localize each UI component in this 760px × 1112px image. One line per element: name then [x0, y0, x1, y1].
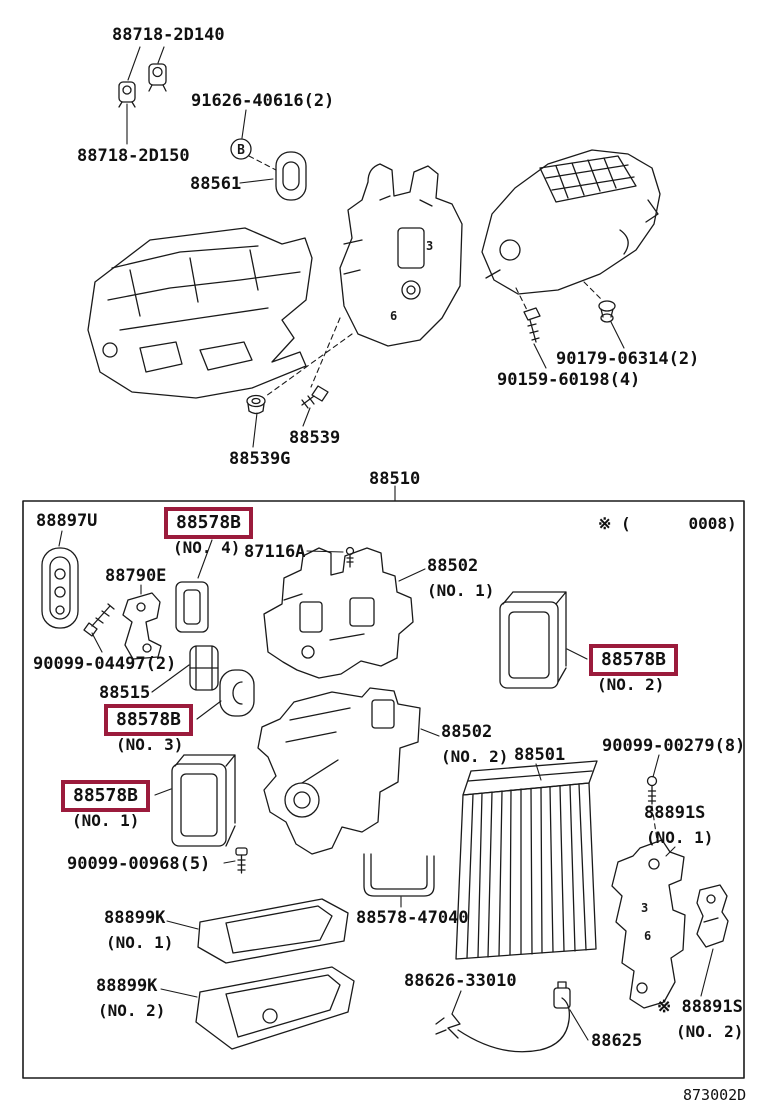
diagram-code: 873002D	[683, 1086, 747, 1104]
grommet-88539g-drawing	[246, 394, 266, 415]
packing-no1-drawing	[171, 754, 236, 847]
hose-clamp-drawings	[118, 63, 167, 108]
part-label-88510: 88510	[369, 469, 421, 489]
part-label-88790e: 88790E	[105, 566, 167, 586]
part-no-label-88891s-no2: (NO. 2)	[676, 1022, 744, 1041]
blower-unit-drawing	[481, 149, 661, 295]
packing-no4-drawing	[175, 581, 209, 633]
part-label-91626-40616: 91626-40616(2)	[191, 91, 335, 111]
part-label-88578-47040: 88578-47040	[356, 908, 469, 928]
part-label-88539: 88539	[289, 428, 341, 448]
heater-unit-drawing	[87, 227, 313, 399]
molded-digit-6: 6	[644, 929, 651, 943]
part-no-label-88891s-no1: (NO. 1)	[646, 828, 714, 847]
upper-case-88502-drawing	[263, 547, 414, 679]
drain-channel-drawing	[363, 853, 435, 897]
part-no-label-no2: (NO. 2)	[597, 675, 665, 694]
cooler-case-drawing: 3 6	[339, 163, 463, 347]
part-label-88501: 88501	[514, 745, 566, 765]
leader-lines	[58, 46, 714, 1041]
part-label-90099-00968: 90099-00968(5)	[67, 854, 211, 874]
highlighted-part-88578b-no4[interactable]: 88578B	[164, 507, 254, 539]
part-label-90179-06314: 90179-06314(2)	[556, 349, 700, 369]
holder-88515-drawing	[189, 645, 219, 691]
footnote-reference: ※ ( 0008)	[598, 514, 737, 533]
part-label-88502-no2: 88502	[441, 722, 493, 742]
gasket-88561-drawing	[275, 151, 307, 201]
grommet-no3-drawing	[219, 669, 255, 717]
bracket-88891s-no1-drawing: 3 6	[611, 839, 686, 1009]
part-no-label-88502-no1: (NO. 1)	[427, 581, 495, 600]
molded-digit-6: 6	[390, 309, 397, 323]
dashed-assembly-lines	[248, 155, 658, 841]
packing-no2-drawing	[499, 591, 567, 689]
part-label-88899k-no2: 88899K	[96, 976, 158, 996]
circled-b-marker: B	[230, 138, 252, 160]
molded-digit-3: 3	[641, 901, 648, 915]
bracket-88790e-drawing	[122, 592, 162, 660]
molded-digit-3: 3	[426, 239, 433, 253]
part-no-label-88899k-no1: (NO. 1)	[106, 933, 174, 952]
bracket-88891s-no2-drawing	[696, 884, 729, 948]
part-label-88891s-no2: ※ 88891S	[657, 997, 743, 1017]
highlighted-part-88578b-no3[interactable]: 88578B	[104, 704, 194, 736]
part-label-90099-00279: 90099-00279(8)	[602, 736, 746, 756]
screw-04497-drawing	[83, 603, 115, 637]
screw-00279-drawing	[646, 775, 658, 805]
part-label-88539g: 88539G	[229, 449, 291, 469]
tray-no1-drawing	[197, 898, 349, 964]
part-label-88502-no1: 88502	[427, 556, 479, 576]
part-label-88515: 88515	[99, 683, 151, 703]
grommet-90179-drawing	[598, 300, 616, 323]
plate-88897u-drawing	[41, 547, 79, 629]
part-no-label-no3: (NO. 3)	[116, 735, 184, 754]
part-label-88718-2d150: 88718-2D150	[77, 146, 190, 166]
evaporator-88501-drawing	[455, 760, 598, 960]
part-label-88897u: 88897U	[36, 511, 98, 531]
lower-case-88502-drawing	[257, 687, 421, 855]
part-label-90099-04497: 90099-04497(2)	[33, 654, 177, 674]
part-label-88625: 88625	[591, 1031, 643, 1051]
part-no-label-no1: (NO. 1)	[72, 811, 140, 830]
screw-00968-drawing	[235, 847, 248, 874]
part-no-label-no4: (NO. 4)	[173, 538, 241, 557]
bolt-88539-drawing	[301, 385, 329, 409]
screw-90159-drawing	[523, 307, 541, 343]
thermistor-drawing	[435, 997, 570, 1053]
part-label-88626-33010: 88626-33010	[404, 971, 517, 991]
tray-no2-drawing	[195, 966, 355, 1050]
screw-87116a-drawing	[345, 546, 355, 568]
part-label-88718-2d140: 88718-2D140	[112, 25, 225, 45]
part-label-88899k-no1: 88899K	[104, 908, 166, 928]
wire-connector-drawing	[553, 981, 571, 1009]
part-label-88891s-no1: 88891S	[644, 803, 706, 823]
highlighted-part-88578b-no1[interactable]: 88578B	[61, 780, 151, 812]
part-label-87116a: 87116A	[244, 542, 306, 562]
part-label-90159-60198: 90159-60198(4)	[497, 370, 641, 390]
part-no-label-88899k-no2: (NO. 2)	[98, 1001, 166, 1020]
part-label-88561: 88561	[190, 174, 242, 194]
parts-list-box-border	[22, 500, 745, 1079]
marker-b-letter: B	[237, 143, 245, 158]
highlighted-part-88578b-no2[interactable]: 88578B	[589, 644, 679, 676]
part-no-label-88502-no2: (NO. 2)	[441, 747, 509, 766]
